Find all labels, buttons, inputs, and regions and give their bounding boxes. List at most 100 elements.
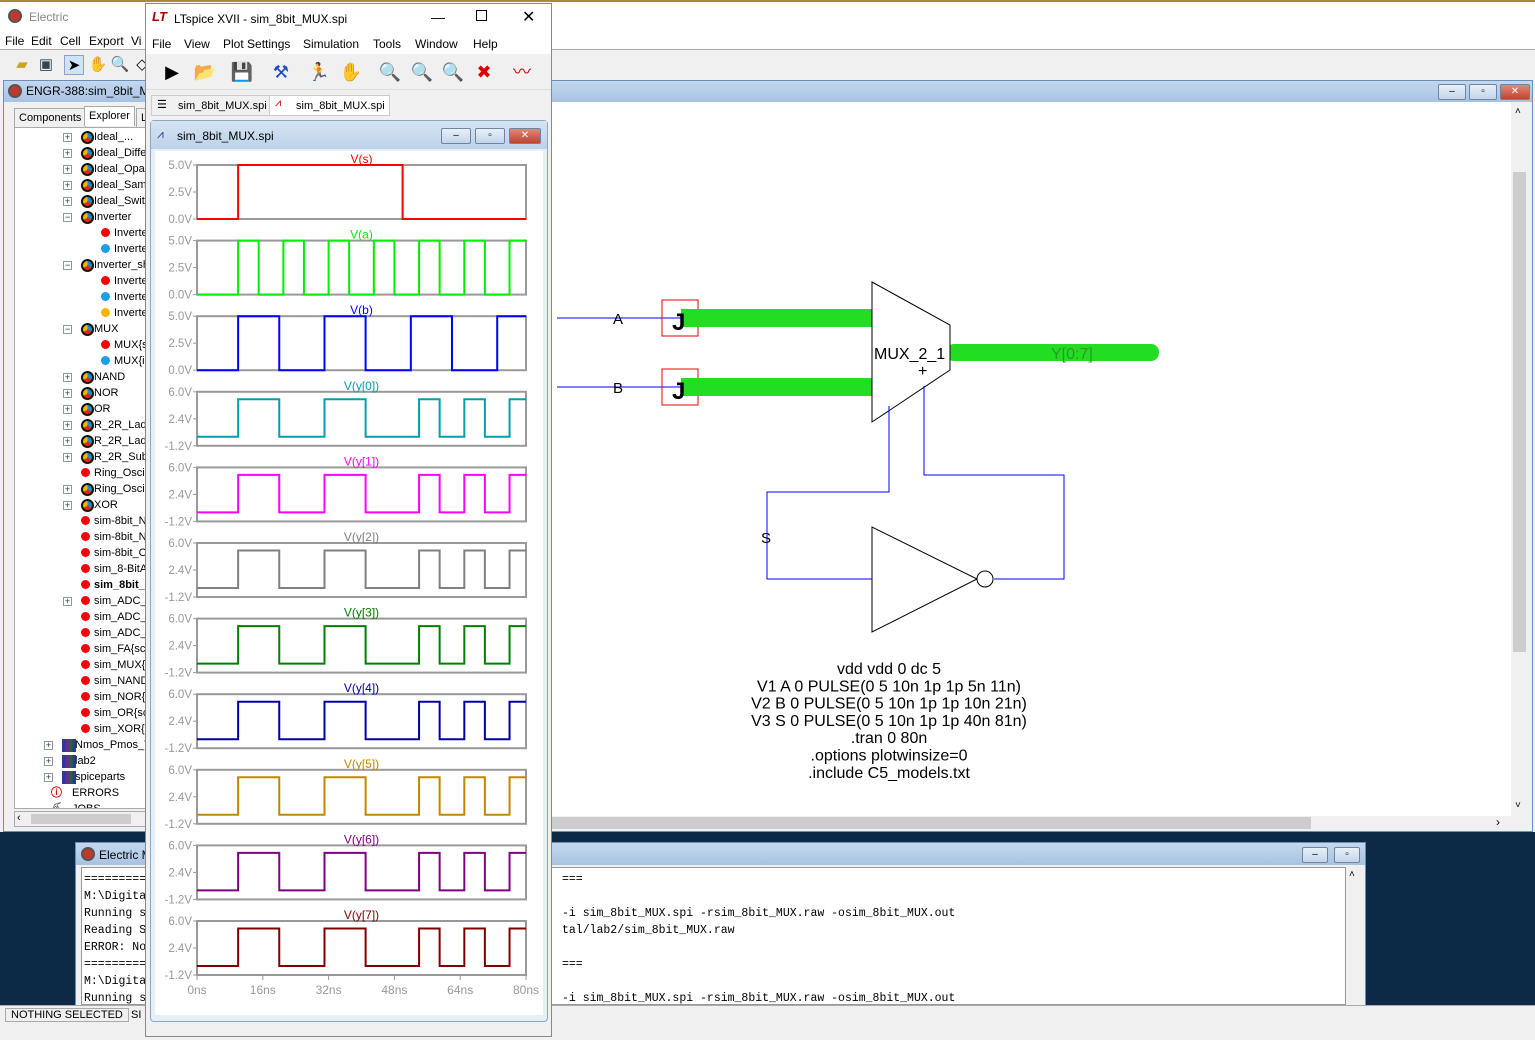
vscroll-thumb[interactable] <box>1513 172 1526 652</box>
tree-item[interactable]: +Nmos_Pmos_Tu <box>15 737 153 753</box>
expand-icon[interactable]: + <box>63 596 72 606</box>
scroll-thumb[interactable] <box>31 814 131 824</box>
plot-minimize-button[interactable]: – <box>441 128 471 144</box>
tree-item[interactable]: sim_8-BitAN <box>15 561 153 577</box>
mux-symbol[interactable] <box>871 281 951 423</box>
lt-menu-file[interactable]: File <box>152 37 172 51</box>
select-arrow-icon[interactable]: ➤ <box>64 55 84 75</box>
expand-icon[interactable]: + <box>63 148 72 158</box>
tree-item[interactable]: sim_XOR{s <box>15 721 153 737</box>
canvas-vertical-scrollbar[interactable]: ˄ ˅ <box>1511 102 1528 816</box>
tree-item[interactable]: +Ring_Oscilla <box>15 481 153 497</box>
tree-item[interactable]: sim_OR{sch <box>15 705 153 721</box>
tree-item[interactable]: +R_2R_Ladd <box>15 417 153 433</box>
tree-item[interactable]: Inverter <box>15 305 153 321</box>
close-button[interactable]: ✕ <box>1500 84 1530 100</box>
plot-close-button[interactable]: ✕ <box>509 128 541 144</box>
tree-item[interactable]: +Ideal_Differ <box>15 145 153 161</box>
open-icon[interactable]: 📂 <box>193 62 217 82</box>
ltspice-close-button[interactable]: ✕ <box>522 9 536 26</box>
outline-icon[interactable]: ◇ <box>136 56 148 73</box>
zoom-in-icon[interactable]: 🔍 <box>378 62 402 82</box>
tree-item[interactable]: +OR <box>15 401 153 417</box>
zoom-cancel-icon[interactable]: ✖ <box>476 62 492 82</box>
menu-file[interactable]: File <box>5 34 25 48</box>
zoom-icon[interactable]: 🔍 <box>410 62 434 82</box>
messages-minimize-button[interactable]: – <box>1302 847 1328 863</box>
tree-item[interactable]: +XOR <box>15 497 153 513</box>
tree-item[interactable]: Inverter <box>15 225 153 241</box>
tab-explorer[interactable]: Explorer <box>84 106 135 126</box>
ltspice-minimize-button[interactable]: — <box>431 9 445 25</box>
halt-hand-icon[interactable]: ✋ <box>339 62 363 82</box>
run-icon[interactable]: ▶ <box>165 62 179 82</box>
autorange-icon[interactable]: 〰 <box>513 62 531 82</box>
pan-hand-icon[interactable]: ✋ <box>88 56 108 73</box>
expand-icon[interactable]: + <box>44 740 53 750</box>
lt-menu-plot-settings[interactable]: Plot Settings <box>223 37 291 51</box>
zoom-icon[interactable]: 🔍 <box>110 56 130 73</box>
tab-netlist[interactable]: ☰sim_8bit_MUX.spi <box>151 95 272 116</box>
open-folder-icon[interactable]: ▰ <box>16 56 28 73</box>
messages-scrollbar[interactable]: ˄ <box>1346 867 1362 1005</box>
collapse-icon[interactable]: − <box>63 212 72 222</box>
expand-icon[interactable]: + <box>63 164 72 174</box>
menu-edit[interactable]: Edit <box>31 34 52 48</box>
tree-item[interactable]: +R_2R_Ladd <box>15 433 153 449</box>
run-man-icon[interactable]: 🏃 <box>307 62 331 82</box>
plot-maximize-button[interactable]: ▫ <box>475 128 505 144</box>
menu-cell[interactable]: Cell <box>60 34 81 48</box>
tree-item[interactable]: +Ideal_Samp <box>15 177 153 193</box>
tree-item[interactable]: Inverter <box>15 273 153 289</box>
tree-item[interactable]: +NAND <box>15 369 153 385</box>
hammer-icon[interactable]: ⚒ <box>272 62 290 82</box>
save-icon[interactable]: 💾 <box>230 62 254 82</box>
expand-icon[interactable]: + <box>63 372 72 382</box>
tree-item[interactable]: ⛏JOBS <box>15 801 153 808</box>
tree-item[interactable]: sim-8bit_OR <box>15 545 153 561</box>
lt-menu-view[interactable]: View <box>184 37 210 51</box>
expand-icon[interactable]: + <box>63 420 72 430</box>
lt-menu-simulation[interactable]: Simulation <box>303 37 360 51</box>
lt-menu-help[interactable]: Help <box>473 37 498 51</box>
expand-icon[interactable]: + <box>63 196 72 206</box>
zoom-out-icon[interactable]: 🔍 <box>441 62 465 82</box>
tree-item[interactable]: MUX{ic} <box>15 353 153 369</box>
tree-item[interactable]: sim_MUX{s <box>15 657 153 673</box>
tree-item[interactable]: Inverter <box>15 289 153 305</box>
tree-item[interactable]: sim-8bit_NA <box>15 513 153 529</box>
minimize-button[interactable]: – <box>1438 84 1466 100</box>
tree-item[interactable]: +Ideal_Switc <box>15 193 153 209</box>
tree-item[interactable]: sim_FA{sch <box>15 641 153 657</box>
lt-menu-window[interactable]: Window <box>415 37 458 51</box>
tree-item[interactable]: sim_ADC_R <box>15 609 153 625</box>
tree-item[interactable]: sim_ADC_R <box>15 625 153 641</box>
tree-item[interactable]: sim_NAND{ <box>15 673 153 689</box>
expand-icon[interactable]: + <box>63 436 72 446</box>
tree-item[interactable]: sim-8bit_NO <box>15 529 153 545</box>
expand-icon[interactable]: + <box>63 484 72 494</box>
tree-item[interactable]: +sim_ADC_D <box>15 593 153 609</box>
tree-item[interactable]: −MUX <box>15 321 153 337</box>
tree-item[interactable]: +Ideal_Opam <box>15 161 153 177</box>
expand-icon[interactable]: + <box>63 180 72 190</box>
expand-icon[interactable]: + <box>44 756 53 766</box>
collapse-icon[interactable]: − <box>63 260 72 270</box>
tree-item[interactable]: sim_NOR{s <box>15 689 153 705</box>
tree-item[interactable]: +lab2 <box>15 753 153 769</box>
expand-icon[interactable]: + <box>63 388 72 398</box>
tree-item[interactable]: +NOR <box>15 385 153 401</box>
maximize-button[interactable]: ▫ <box>1469 84 1497 100</box>
expand-icon[interactable]: + <box>63 452 72 462</box>
tree-item[interactable]: +spiceparts <box>15 769 153 785</box>
lt-menu-tools[interactable]: Tools <box>373 37 402 51</box>
expand-icon[interactable]: + <box>63 500 72 510</box>
tree-horizontal-scrollbar[interactable]: ‹ <box>14 811 154 827</box>
save-icon[interactable]: ▣ <box>38 56 54 73</box>
tab-components[interactable]: Components <box>14 108 87 128</box>
tree-item[interactable]: −Inverter_sh <box>15 257 153 273</box>
tree-item[interactable]: MUX{sc <box>15 337 153 353</box>
collapse-icon[interactable]: − <box>63 324 72 334</box>
